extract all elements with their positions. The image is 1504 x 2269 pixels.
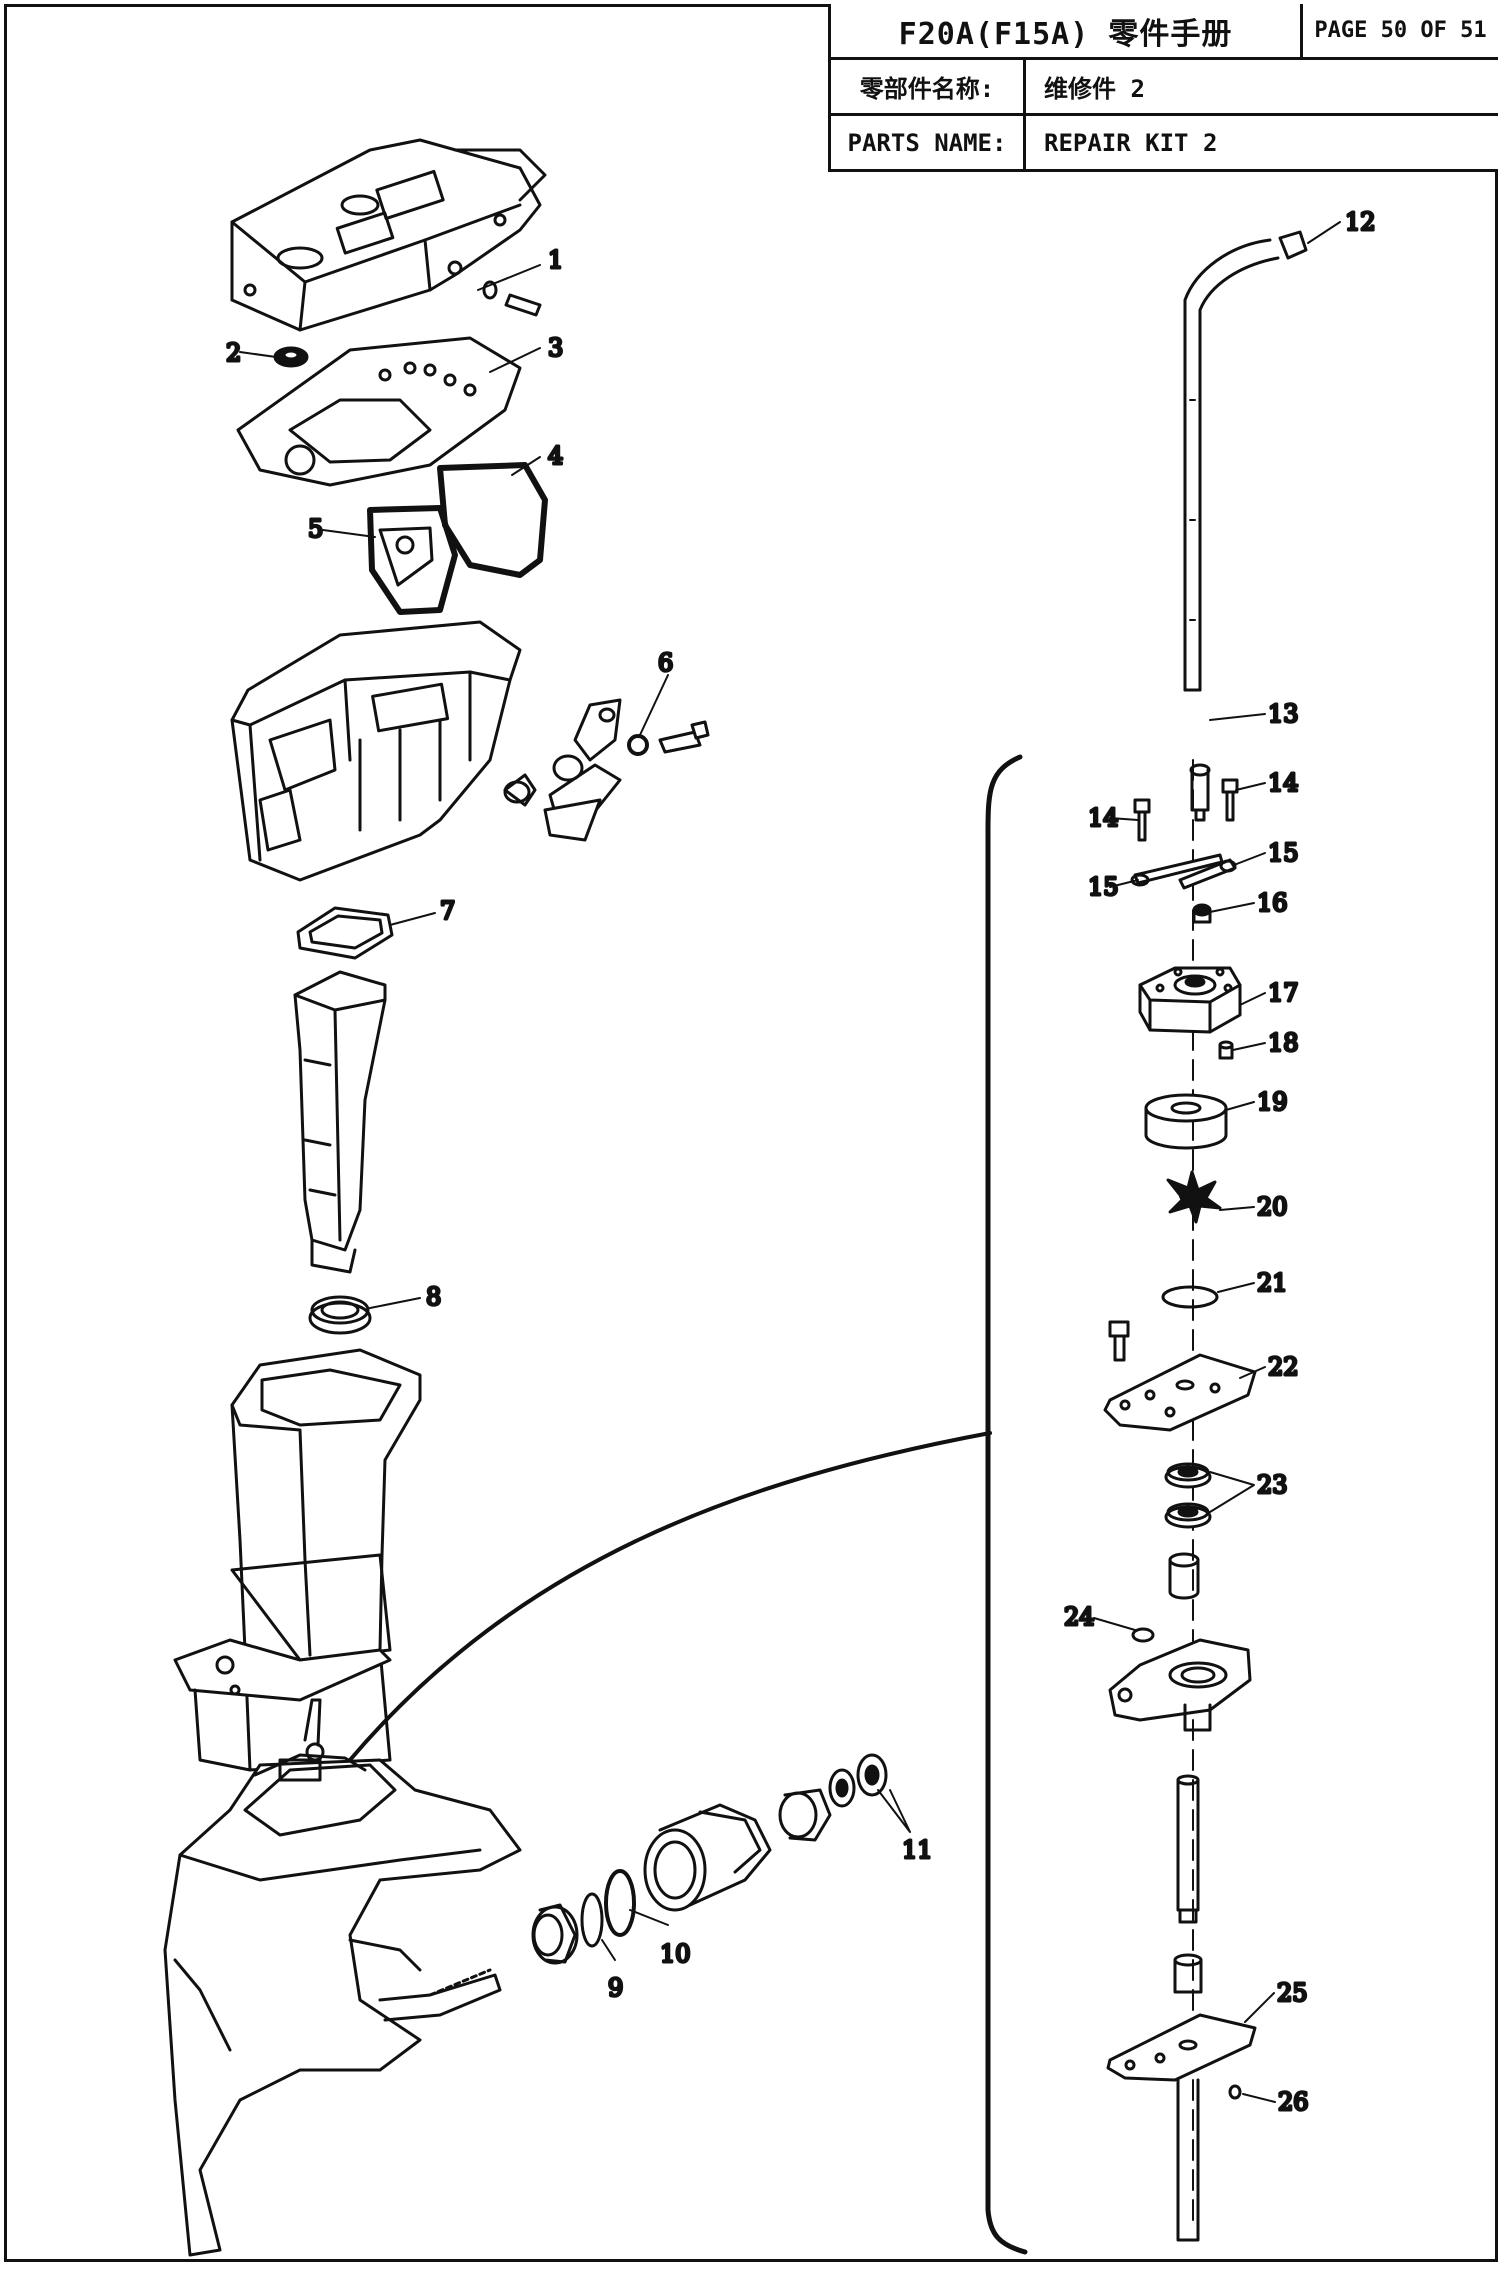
- bushing: [1168, 1552, 1200, 1600]
- callout-15-left: 15: [1088, 873, 1119, 901]
- shaft-lower: [1176, 2078, 1200, 2242]
- page-number: PAGE 50 OF 51: [1314, 18, 1487, 43]
- callout-5: 5: [308, 515, 323, 543]
- parts-name-cn-label: 零部件名称:: [831, 60, 1026, 113]
- plate-part-25: [1106, 2013, 1257, 2082]
- collar-part-16: [1192, 903, 1212, 924]
- bolt-part-1: [482, 280, 542, 317]
- pin-part-13: [1189, 763, 1211, 822]
- gasket-part-5: [367, 505, 458, 615]
- leader-lines: [239, 221, 1341, 2103]
- callout-14-left: 14: [1088, 804, 1119, 832]
- parts-name-en-row: PARTS NAME: REPAIR KIT 2: [831, 116, 1498, 169]
- seal-part-8: [308, 1295, 372, 1335]
- parts-name-en-value: REPAIR KIT 2: [1044, 128, 1218, 157]
- prop-shaft-housing: [643, 1788, 832, 1912]
- bolt-part-14-right: [1221, 778, 1239, 822]
- callout-21: 21: [1257, 1269, 1288, 1297]
- callout-25: 25: [1277, 1979, 1308, 2007]
- manual-title: F20A(F15A) 零件手册: [831, 4, 1303, 57]
- callout-15-right: 15: [1268, 839, 1299, 867]
- callout-4: 4: [548, 442, 563, 470]
- callout-22: 22: [1268, 1353, 1299, 1381]
- title-block: F20A(F15A) 零件手册 PAGE 50 OF 51 零部件名称: 维修件…: [828, 4, 1498, 172]
- driveshaft-housing: [173, 1348, 422, 1772]
- callout-12: 12: [1345, 208, 1376, 236]
- callout-1: 1: [548, 246, 563, 274]
- pin-part-18: [1218, 1040, 1234, 1060]
- washers-part-11: [828, 1753, 888, 1808]
- parts-name-en-label: PARTS NAME:: [831, 116, 1026, 169]
- o-ring-part-24: [1131, 1627, 1155, 1643]
- detail-leader-curve: [348, 1431, 992, 1762]
- callout-23: 23: [1257, 1471, 1288, 1499]
- gasket-part-3: [236, 336, 522, 487]
- main-housing: [230, 620, 522, 882]
- callout-13: 13: [1268, 700, 1299, 728]
- title-row: F20A(F15A) 零件手册 PAGE 50 OF 51: [831, 4, 1498, 60]
- lower-bushing: [1173, 1953, 1203, 1994]
- parts-name-cn-value: 维修件 2: [1044, 75, 1145, 103]
- callout-17: 17: [1268, 979, 1299, 1007]
- callout-9: 9: [608, 1974, 623, 2002]
- exhaust-guide: [293, 970, 387, 1274]
- callout-7: 7: [440, 897, 455, 925]
- pump-housing-part-17: [1138, 966, 1242, 1034]
- callout-14-right: 14: [1268, 769, 1299, 797]
- gearcase: [163, 1698, 522, 2257]
- callout-8: 8: [426, 1283, 441, 1311]
- callout-24: 24: [1064, 1603, 1095, 1631]
- lower-pump-housing: [1108, 1638, 1252, 1732]
- callout-2: 2: [226, 339, 241, 367]
- drive-shaft: [1176, 1774, 1200, 1924]
- water-tube: [1183, 230, 1308, 692]
- callout-11: 11: [902, 1836, 933, 1864]
- bearing-part-9: [531, 1892, 604, 1965]
- callout-19: 19: [1257, 1088, 1288, 1116]
- oil-seal-part-2: [273, 346, 309, 368]
- callout-20: 20: [1257, 1193, 1288, 1221]
- callout-26: 26: [1278, 2088, 1309, 2116]
- bolt-part-14-left: [1133, 798, 1151, 842]
- detail-bracket: [985, 754, 1028, 2255]
- oil-seals-part-23: [1164, 1462, 1212, 1529]
- callout-18: 18: [1268, 1029, 1299, 1057]
- o-ring-part-21: [1161, 1285, 1219, 1309]
- plate-part-22: [1103, 1320, 1257, 1432]
- plate-part-15: [1130, 853, 1237, 890]
- callout-16: 16: [1257, 889, 1288, 917]
- callout-3: 3: [548, 334, 563, 362]
- impeller-part-20: [1166, 1170, 1222, 1224]
- page-border: [4, 4, 1498, 2262]
- o-ring-part-10: [604, 1869, 636, 1937]
- liner-part-19: [1144, 1093, 1228, 1150]
- upper-mount-housing: [230, 138, 547, 332]
- parts-name-cn-row: 零部件名称: 维修件 2: [831, 60, 1498, 116]
- gasket-part-7: [296, 906, 394, 960]
- callout-6: 6: [658, 649, 673, 677]
- lever-bracket-part-6: [503, 698, 710, 842]
- callout-10: 10: [660, 1940, 691, 1968]
- clip-part-26: [1228, 2084, 1242, 2100]
